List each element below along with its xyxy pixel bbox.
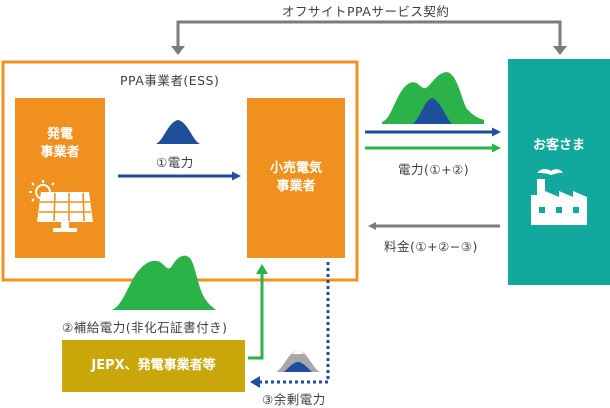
generator-box xyxy=(15,98,105,258)
combined-power-mountain xyxy=(382,72,484,124)
power-to-customer-label: 電力(①+②) xyxy=(398,162,470,177)
generator-label-line2: 事業者 xyxy=(40,145,80,160)
power1-label: ①電力 xyxy=(156,155,194,170)
contract-arrow xyxy=(171,20,567,55)
supplement-label: ②補給電力(非化石証書付き) xyxy=(62,320,228,335)
retailer-label-line2: 事業者 xyxy=(276,179,316,194)
fee-label: 料金(①+②−③) xyxy=(384,239,478,254)
supplement-mountain xyxy=(112,255,216,310)
customer-label: お客さま xyxy=(532,138,585,153)
surplus-label: ③余剰電力 xyxy=(262,392,326,407)
ess-title: PPA事業者(ESS) xyxy=(120,73,220,88)
retailer-box xyxy=(247,98,345,258)
jepx-box xyxy=(62,340,245,392)
solar-panel-icon xyxy=(29,180,93,232)
surplus-arrow xyxy=(258,262,330,384)
generator-label: 発電 事業者 xyxy=(15,126,105,162)
jepx-label: JEPX、発電事業者等 xyxy=(91,358,216,373)
retailer-label-line1: 小売電気 xyxy=(269,161,322,176)
generator-label-line1: 発電 xyxy=(46,127,73,142)
power1-mountain xyxy=(156,120,200,144)
supplement-arrow xyxy=(248,272,264,360)
retailer-label: 小売電気 事業者 xyxy=(247,160,345,196)
contract-label: オフサイトPPAサービス契約 xyxy=(282,4,450,19)
surplus-mountain xyxy=(276,350,320,372)
factory-icon xyxy=(531,168,587,225)
